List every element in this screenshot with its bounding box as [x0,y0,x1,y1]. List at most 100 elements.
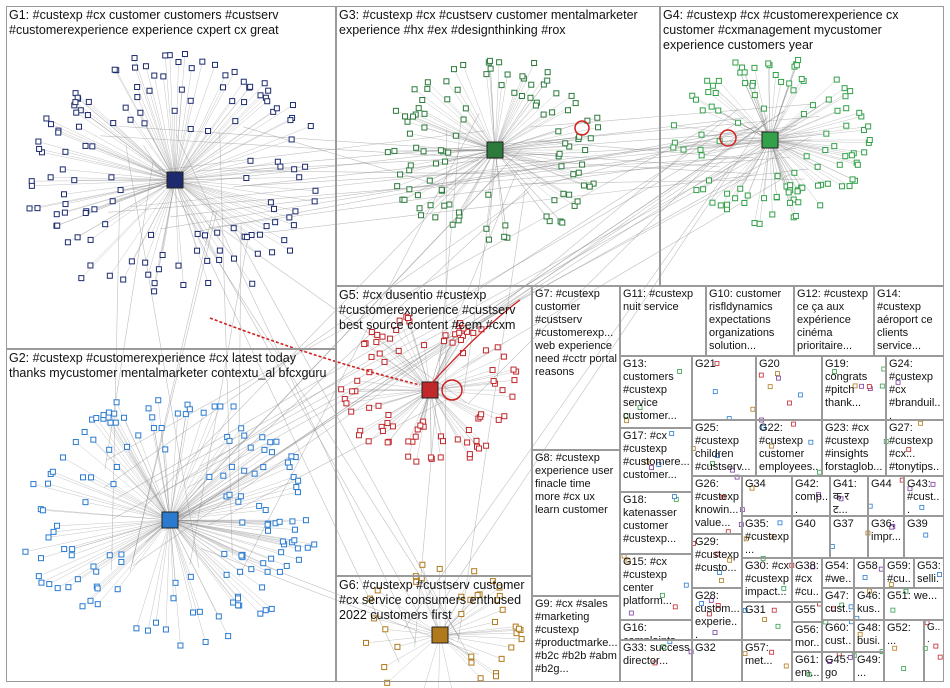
edge-g1 [58,130,176,181]
node-g4 [709,199,716,206]
group-box-g25: G25: #custexp children #custserv... [692,420,756,476]
small-group-node [677,369,682,374]
node-g3 [411,86,418,93]
node-g2 [261,446,268,453]
edge-g5 [382,336,431,391]
node-g5 [475,445,482,452]
node-g1 [160,73,167,80]
edge-g5 [429,389,468,443]
edge-g6 [439,571,475,636]
edge-g3 [441,149,496,191]
edge-g1 [131,179,176,262]
edge-g1 [90,179,176,241]
node-g4 [749,82,756,89]
edge-g1 [120,179,176,191]
edge-g2 [71,519,171,556]
edge-g2 [169,505,260,521]
node-g4 [838,183,845,190]
group-box-g1: G1: #custexp #cx customer customers #cus… [6,6,336,349]
edge-g3 [453,69,496,151]
node-g1 [231,255,238,262]
edge-g6 [365,634,441,644]
node-g6 [419,561,426,568]
node-g1 [230,225,237,232]
node-g1 [247,157,254,164]
edge-g5 [368,389,431,442]
node-g4 [700,186,707,193]
small-group-node [791,421,796,427]
group-label-g35: G35: #custexp... [745,518,790,556]
group-label-g21: G21 [695,358,716,370]
edge-g1 [174,179,198,251]
group-box-g29: G29: #custexp #custo... [692,534,742,588]
edge-g6 [439,587,500,636]
node-g4 [814,163,821,170]
group-label-g7: G7: #custexp customer #custserv #custome… [535,288,620,378]
node-g4 [769,211,776,218]
edge-g1 [87,114,176,181]
node-g3 [559,219,566,226]
group-box-g49: G49: ... [854,652,884,682]
edge-g2 [169,413,179,521]
node-g5 [368,353,375,360]
small-group-node [625,558,631,564]
node-g2 [107,419,114,426]
edge-g2 [169,519,192,577]
small-group-node [866,384,872,389]
edge-g3 [449,149,496,205]
node-g1 [159,252,166,259]
edge-g1 [174,179,294,226]
node-g5 [457,320,464,327]
node-g3 [406,186,413,193]
group-box-g3: G3: #custexp #cx #custserv customer ment… [336,6,660,286]
edge-g3 [494,127,599,151]
edge-g3 [494,149,562,167]
small-group-node [933,643,939,649]
edge-g4 [769,139,835,147]
small-group-node [852,383,858,389]
edge-g3 [494,149,563,223]
edge-g3 [458,149,496,221]
node-g1 [287,247,294,254]
node-g4 [822,147,829,154]
inter-cluster-edge [154,134,789,483]
node-g4 [772,71,779,78]
node-g6 [491,618,498,625]
edge-g2 [169,519,220,617]
node-g4 [866,136,873,143]
group-label-g61: G61: em... [795,654,822,679]
node-g1 [64,239,71,246]
node-g3 [416,205,423,212]
node-g4 [861,149,868,156]
edge-g3 [494,74,508,151]
small-group-node [672,604,678,610]
node-g1 [142,259,149,266]
edge-g5 [371,356,431,391]
node-g1 [188,65,195,72]
group-box-g42: G42: comp... [792,476,830,516]
group-box-g40: G40 [792,516,830,558]
edge-g3 [494,84,532,151]
edge-g3 [494,92,515,151]
edge-g2 [47,483,171,521]
node-g3 [424,85,431,92]
edge-g2 [38,519,171,577]
node-g3 [392,107,399,114]
node-g4 [803,153,810,160]
node-g2 [81,428,88,435]
inter-cluster-edge [438,170,518,362]
edge-g2 [93,519,171,567]
group-box-g5: G5: #cx dusentio #custexp #customerexper… [336,286,532,576]
edge-g2 [169,412,204,521]
group-label-g12: G12: #custexp ce ça aux expérience ciném… [797,288,871,352]
edge-g2 [169,519,263,588]
group-label-g34: G34 [745,478,766,490]
node-g1 [265,87,272,94]
node-g5 [483,442,490,449]
edge-g2 [62,457,171,521]
node-g5 [349,388,356,395]
node-g1 [290,222,297,229]
edge-g5 [357,380,431,391]
node-g1 [292,208,299,215]
edge-g2 [169,519,261,614]
